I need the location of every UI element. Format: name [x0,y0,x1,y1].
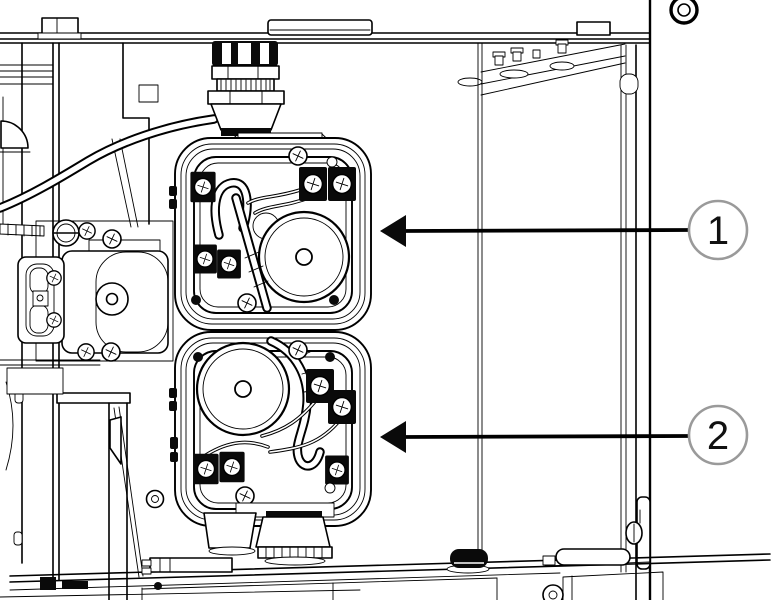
top-right-rail [457,39,626,96]
callout-2-circle [687,404,749,466]
slotted-screw-icon [52,219,80,247]
screw-top-right-icon [669,0,699,25]
cable-gland [207,41,285,136]
latch [625,496,651,570]
callout-1-circle [687,199,749,261]
ribbed-cable [0,223,45,237]
grommet [446,549,490,574]
screw-left-icon [145,489,165,509]
enclosure-top-panel [0,17,651,44]
screw-bottom-icon [542,584,564,600]
callout-2-label: 2 [707,414,729,458]
left-valve-assembly [0,219,174,395]
callout-1-label: 1 [707,209,729,253]
callout-2-arrowhead [380,421,406,453]
pump-rotor-2 [195,341,291,437]
pump-module-1 [169,132,372,331]
tubing-loom [0,114,219,237]
callout-2: 2 [380,404,749,466]
callout-1: 1 [380,199,749,261]
callout-1-arrowhead [380,215,406,247]
pump-rotor-1 [257,210,351,304]
pump-2-outlet-gland [203,502,335,566]
connector [17,256,65,344]
bottom-shelf [0,548,771,600]
pump-module-2 [169,331,372,566]
right-side-panel [477,0,699,600]
